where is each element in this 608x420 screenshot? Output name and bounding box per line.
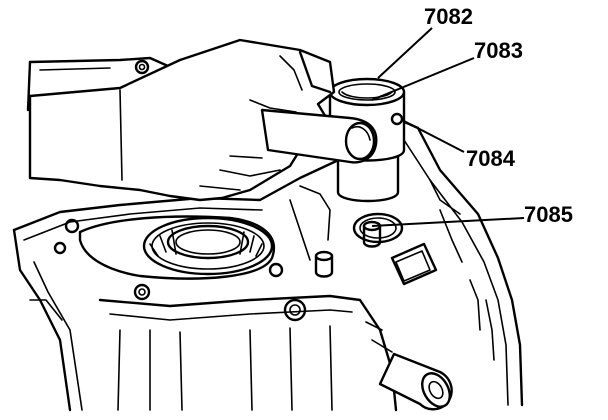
leader-7084: [401, 119, 465, 153]
leader-7082: [377, 27, 433, 79]
case-top-features: [289, 179, 495, 361]
leader-7085: [371, 217, 525, 227]
callout-7083: 7083: [474, 38, 523, 63]
leader-lines: [371, 27, 525, 227]
callout-7084: 7084: [466, 146, 516, 171]
shift-shaft: [365, 321, 453, 411]
callout-7082: 7082: [424, 4, 473, 29]
bearing-bore: [78, 215, 284, 280]
leader-7083: [371, 57, 475, 101]
callouts: 7082 7083 7084 7085: [424, 4, 573, 227]
technician-hand: [28, 38, 378, 202]
callout-7085: 7085: [524, 202, 573, 227]
